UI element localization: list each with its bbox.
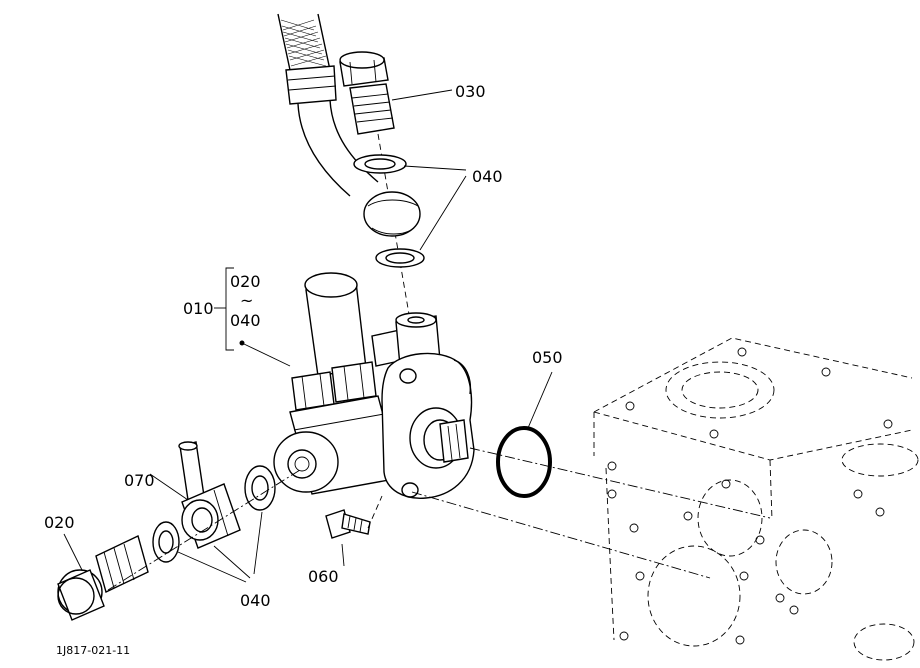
banjo-bolt-020 [57,535,149,621]
label-050: 050 [532,348,563,367]
label-040-top: 040 [472,167,503,186]
label-040-bottom: 040 [240,591,271,610]
washer-040-top [353,154,407,174]
figure-code: 1J817-021-11 [56,644,130,657]
eye-bolt-030 [339,51,411,321]
fuel-pump-010 [273,272,475,499]
label-070: 070 [124,471,155,490]
washer-040-left [152,521,180,563]
label-030: 030 [455,82,486,101]
washer-040-middle [375,248,425,268]
label-range-tilde: ~ [240,291,253,310]
fuel-hose [277,13,379,197]
label-060: 060 [308,567,339,586]
label-010: 010 [183,299,214,318]
banjo-fitting [363,191,421,237]
label-020-range-start: 020 [230,272,261,291]
label-020: 020 [44,513,75,532]
o-ring-050 [496,426,552,498]
elbow-fitting-070 [178,441,241,549]
washer-040-center [244,465,276,511]
bolt-060 [325,495,383,539]
label-040-range-end: 040 [230,311,261,330]
engine-block [593,337,919,661]
